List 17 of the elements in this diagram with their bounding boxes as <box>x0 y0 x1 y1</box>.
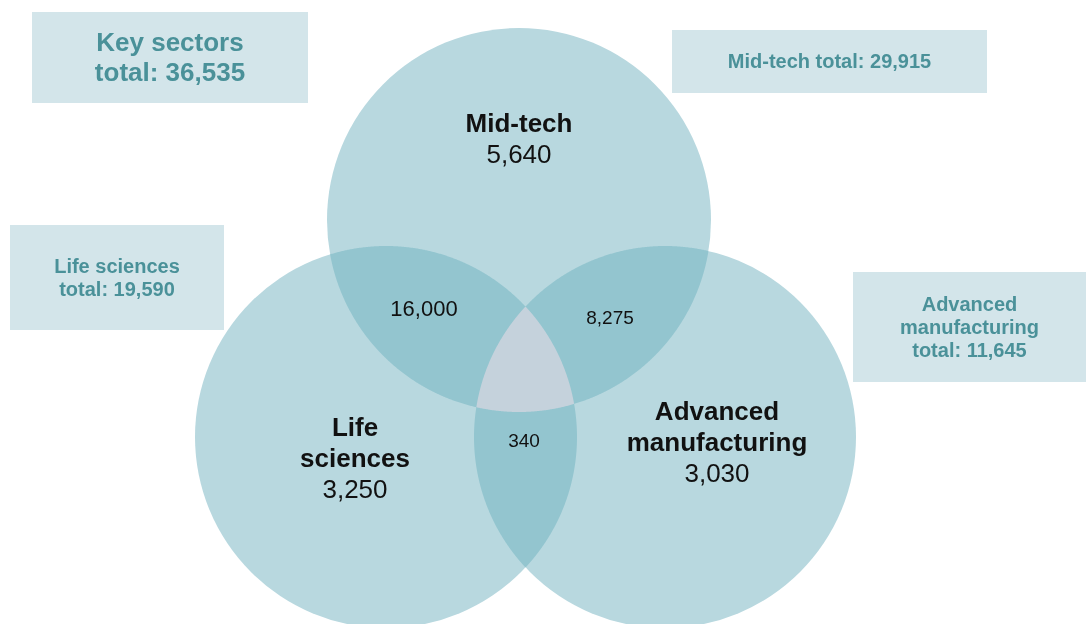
total-label: Advanced manufacturing total: 11,645 <box>899 292 1040 362</box>
sector-name: Mid-tech <box>464 108 574 140</box>
total-box <box>32 12 308 103</box>
total-box <box>672 30 987 93</box>
total-label: Mid-tech total: 29,915 <box>727 50 932 73</box>
total-box <box>10 225 224 330</box>
total-label: Key sectors total: 36,535 <box>93 27 247 88</box>
total-box <box>853 272 1086 382</box>
sector-value: 5,640 <box>485 139 553 171</box>
sector-value: 3,250 <box>321 474 389 506</box>
overlap-value: 340 <box>507 430 541 453</box>
sector-name: Life sciences <box>299 412 411 475</box>
sector-value: 3,030 <box>683 458 751 490</box>
total-label: Life sciences total: 19,590 <box>53 254 181 301</box>
overlap-value: 8,275 <box>585 307 635 330</box>
sector-name: Advanced manufacturing <box>625 396 809 459</box>
overlap-value: 16,000 <box>389 296 459 323</box>
